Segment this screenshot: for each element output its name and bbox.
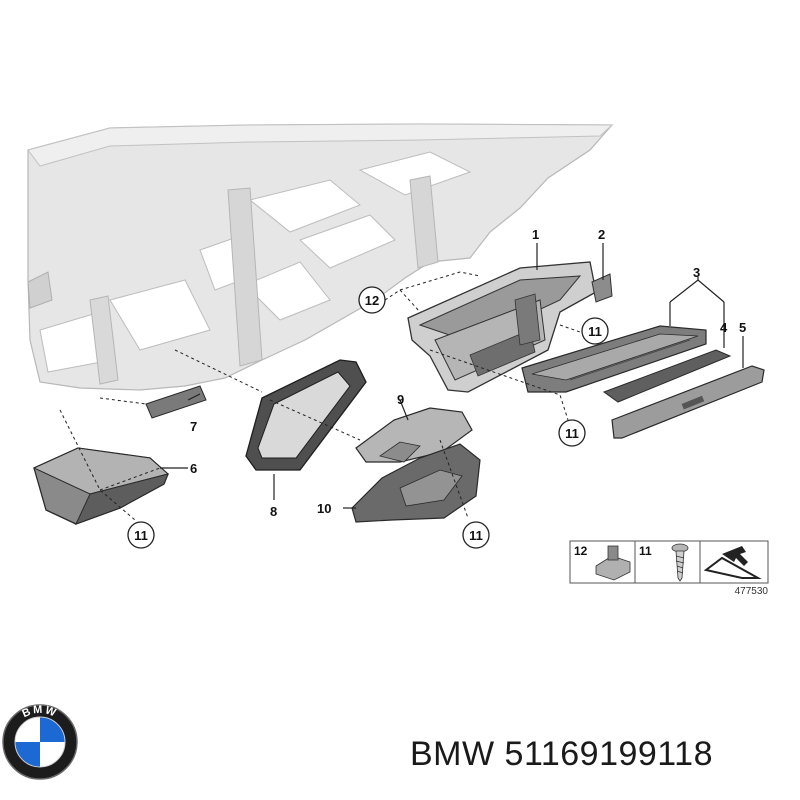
callout-labels: 1 2 3 4 5 6 7 8 9 10 (190, 227, 746, 519)
callout-9: 9 (397, 392, 404, 407)
callout-3: 3 (693, 265, 700, 280)
callout-1: 1 (532, 227, 539, 242)
screw-icon (671, 543, 689, 582)
callout-2: 2 (598, 227, 605, 242)
brand-name: BMW (410, 735, 495, 773)
callout-7: 7 (190, 419, 197, 434)
part-3-trim-strip (521, 325, 707, 393)
dashboard-carrier (27, 123, 614, 391)
legend-label-11: 11 (639, 544, 652, 558)
bmw-logo: BMW (2, 704, 78, 780)
part-caption: BMW 51169199118 (410, 735, 800, 774)
part-4-decor-strip (602, 349, 732, 403)
callout-8: 8 (270, 504, 277, 519)
part-7-cover (145, 385, 207, 419)
part-5-trim-panel (611, 365, 765, 439)
fasteners-legend: 12 11 477530 (569, 540, 769, 597)
part-8-display-frame (245, 359, 367, 471)
part-number: 51169199118 (504, 735, 714, 773)
circled-callouts: 12 11 11 11 11 (127, 286, 609, 549)
repair-reference-icon (703, 546, 762, 579)
callout-11b-circle: 11 (558, 419, 586, 447)
part-1-center-bracket (407, 261, 597, 393)
part-6-glove-box (32, 447, 170, 525)
part-9-column-trim-upper (355, 407, 473, 463)
clip-nut-icon (595, 545, 631, 581)
logo-lettering: BMW (20, 704, 59, 720)
callout-12: 12 (365, 293, 379, 308)
callout-11-b: 11 (565, 426, 579, 441)
callout-11c-circle: 11 (127, 521, 155, 549)
part-2-clip (591, 273, 613, 303)
leader-lines (59, 271, 581, 521)
legend-label-12: 12 (574, 544, 588, 558)
callout-5: 5 (739, 320, 746, 335)
callout-11-a: 11 (588, 324, 602, 339)
callout-6: 6 (190, 461, 197, 476)
callout-12-circle: 12 (358, 286, 386, 314)
callout-11-d: 11 (469, 528, 483, 543)
solid-leaders (160, 243, 744, 509)
diagram-number: 477530 (735, 586, 769, 597)
callout-4: 4 (720, 320, 728, 335)
callout-11d-circle: 11 (462, 521, 490, 549)
callout-10: 10 (317, 501, 331, 516)
callout-11a-circle: 11 (581, 317, 609, 345)
callout-11-c: 11 (134, 528, 148, 543)
